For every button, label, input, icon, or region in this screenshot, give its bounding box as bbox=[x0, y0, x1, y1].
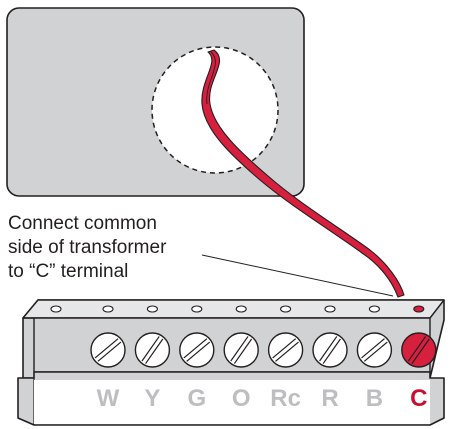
terminal-hole bbox=[235, 305, 247, 313]
terminal-g: G bbox=[179, 305, 215, 412]
label-rail-face bbox=[34, 380, 430, 424]
terminal-label: R bbox=[321, 385, 338, 412]
screw-slot bbox=[183, 338, 208, 359]
terminal-b: B bbox=[356, 305, 393, 412]
terminal-hole bbox=[368, 305, 380, 313]
terminal-screw bbox=[401, 332, 437, 368]
terminal-hole bbox=[280, 305, 292, 313]
terminal-label: C bbox=[410, 385, 427, 412]
screw-slot bbox=[275, 341, 299, 362]
terminal-label: G bbox=[187, 385, 206, 412]
screw-slot bbox=[361, 338, 385, 359]
terminal-label: W bbox=[97, 385, 120, 412]
terminal-o: O bbox=[223, 305, 259, 412]
screw-slot bbox=[233, 338, 253, 364]
terminal-screw bbox=[134, 332, 171, 368]
wire-highlight bbox=[206, 51, 216, 105]
instruction-caption: Connect common side of transformer to “C… bbox=[8, 212, 248, 284]
terminal-screw bbox=[356, 332, 393, 368]
pointer-line bbox=[201, 254, 394, 297]
terminal-label: Y bbox=[144, 385, 160, 412]
terminal-hole bbox=[413, 305, 425, 313]
terminal-rc: Rc bbox=[267, 305, 304, 412]
terminal-label: Rc bbox=[270, 385, 301, 412]
terminal-screw bbox=[179, 332, 215, 368]
terminal-label: B bbox=[366, 385, 383, 412]
terminal-hole bbox=[102, 305, 114, 313]
caption-line-3: to “C” terminal bbox=[8, 261, 129, 282]
screw-slot bbox=[186, 341, 211, 362]
terminal-hole bbox=[191, 305, 203, 313]
screw-slot bbox=[319, 336, 338, 362]
screw-slot bbox=[97, 341, 122, 362]
terminal-c: C bbox=[401, 305, 437, 412]
terminal-hole bbox=[50, 305, 62, 313]
screw-slot bbox=[322, 338, 341, 364]
terminal-label: O bbox=[232, 385, 251, 412]
terminal-y: Y bbox=[134, 305, 171, 412]
terminal-hole bbox=[146, 305, 158, 313]
screw-slot bbox=[363, 341, 388, 362]
common-wire bbox=[201, 49, 405, 298]
screw-slot bbox=[407, 336, 427, 362]
caption-line-1: Connect common bbox=[8, 213, 157, 234]
caption-line-2: side of transformer bbox=[8, 237, 167, 258]
terminal-screw bbox=[223, 332, 259, 368]
screw-slot bbox=[411, 338, 430, 364]
screw-slot bbox=[272, 338, 297, 359]
screw-slot bbox=[141, 336, 160, 362]
terminal-screw bbox=[90, 332, 126, 368]
screw-slot bbox=[230, 336, 249, 362]
terminal-block-top bbox=[22, 299, 445, 319]
screw-slot bbox=[94, 338, 119, 359]
terminal-block-right-edge bbox=[429, 299, 445, 319]
wall-opening bbox=[151, 46, 279, 174]
terminal-r: R bbox=[312, 305, 348, 412]
terminal-screw bbox=[267, 332, 304, 368]
screw-slot bbox=[145, 338, 164, 364]
terminal-w: W bbox=[90, 305, 126, 412]
terminal-hole bbox=[324, 305, 336, 313]
terminal-screw bbox=[312, 332, 348, 368]
